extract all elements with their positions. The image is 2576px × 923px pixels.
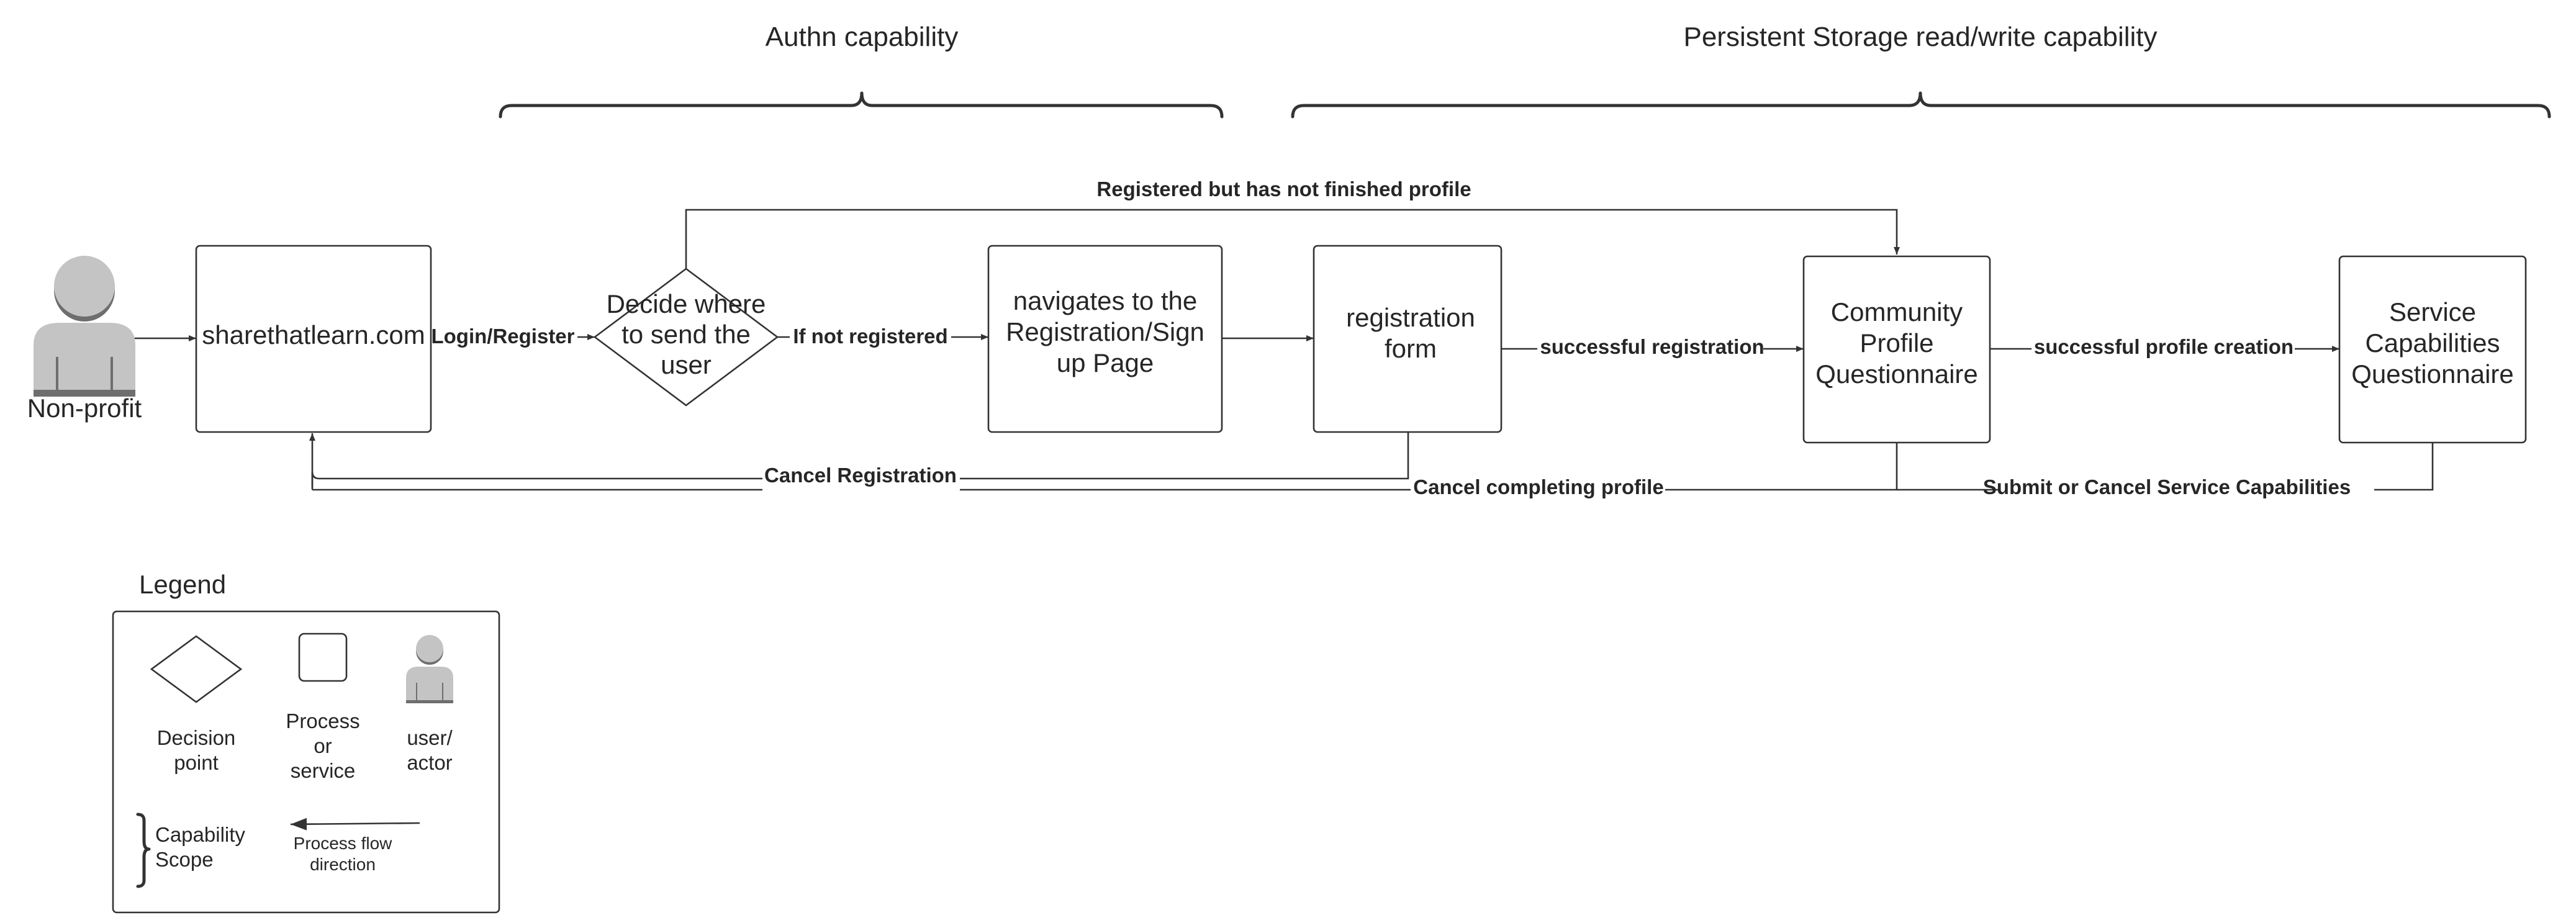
legend-decision-line-2: point: [174, 751, 219, 774]
legend-process-line-2: or: [314, 734, 332, 757]
storage-scope: Persistent Storage read/write capability: [1291, 22, 2551, 119]
authn-brace: [499, 91, 1224, 119]
edge-registered-unfinished: [685, 209, 1900, 269]
successful-profile-label: successful profile creation: [2034, 335, 2294, 358]
return-merge: [311, 471, 320, 487]
login-register-label: Login/Register: [431, 325, 574, 348]
legend-scope-line-2: Scope: [155, 848, 214, 871]
legend: Legend Decision point Process or service…: [112, 570, 500, 914]
decide-line-2: to send the: [621, 320, 751, 349]
registered-unfinished-label: Registered but has not finished profile: [1096, 178, 1471, 200]
legend-process-line-3: service: [291, 759, 356, 782]
legend-flow-line-2: direction: [310, 855, 376, 874]
successful-registration-label: successful registration: [1540, 335, 1764, 358]
edge-cancel-registration: [319, 432, 1409, 480]
legend-person-icon: [406, 635, 453, 703]
legend-title: Legend: [139, 570, 226, 599]
edge-labels: Login/Register If not registered Registe…: [428, 178, 2374, 503]
community-line-3: Questionnaire: [1815, 359, 1978, 389]
legend-flow-line-1: Process flow: [294, 834, 392, 853]
cancel-profile-label: Cancel completing profile: [1413, 475, 1663, 498]
legend-flow-arrow-icon: [290, 817, 420, 831]
submit-cancel-service-label: Submit or Cancel Service Capabilities: [1983, 475, 2351, 498]
community-line-2: Profile: [1860, 328, 1933, 358]
node-site: sharethatlearn.com: [195, 245, 432, 433]
regform-line-1: registration: [1346, 303, 1475, 332]
storage-brace: [1291, 91, 2551, 119]
navigate-line-2: Registration/Sign: [1006, 317, 1204, 346]
node-community-profile: Community Profile Questionnaire: [1802, 255, 1991, 444]
node-navigate: navigates to the Registration/Sign up Pa…: [987, 245, 1223, 433]
authn-scope: Authn capability: [499, 22, 1224, 119]
navigate-line-3: up Page: [1057, 348, 1154, 377]
node-registration-form: registration form: [1313, 245, 1503, 433]
storage-scope-label: Persistent Storage read/write capability: [1683, 22, 2157, 52]
site-label: sharethatlearn.com: [202, 320, 425, 349]
authn-scope-label: Authn capability: [766, 22, 959, 52]
service-line-2: Capabilities: [2365, 328, 2500, 358]
legend-process-line-1: Process: [286, 709, 359, 732]
service-line-1: Service: [2389, 297, 2476, 326]
if-not-registered-label: If not registered: [793, 325, 947, 348]
legend-process-icon: [298, 633, 348, 682]
legend-user-line-2: actor: [407, 751, 452, 774]
person-icon: [34, 256, 135, 397]
legend-brace-icon: [136, 813, 151, 888]
decision-node: Decide where to send the user: [593, 268, 779, 407]
legend-scope-line-1: Capability: [155, 823, 245, 846]
navigate-line-1: navigates to the: [1013, 286, 1198, 315]
actor-non-profit: Non-profit: [27, 256, 142, 423]
decide-line-1: Decide where: [607, 289, 766, 318]
legend-decision-line-1: Decision: [157, 726, 236, 749]
actor-label: Non-profit: [27, 394, 142, 423]
cancel-registration-label: Cancel Registration: [764, 464, 957, 487]
legend-decision-icon: [150, 635, 243, 703]
community-line-1: Community: [1831, 297, 1963, 326]
node-service-capabilities: Service Capabilities Questionnaire: [2338, 255, 2527, 444]
decide-line-3: user: [661, 350, 712, 379]
regform-line-2: form: [1385, 334, 1437, 363]
service-line-3: Questionnaire: [2351, 359, 2514, 389]
legend-user-line-1: user/: [407, 726, 453, 749]
